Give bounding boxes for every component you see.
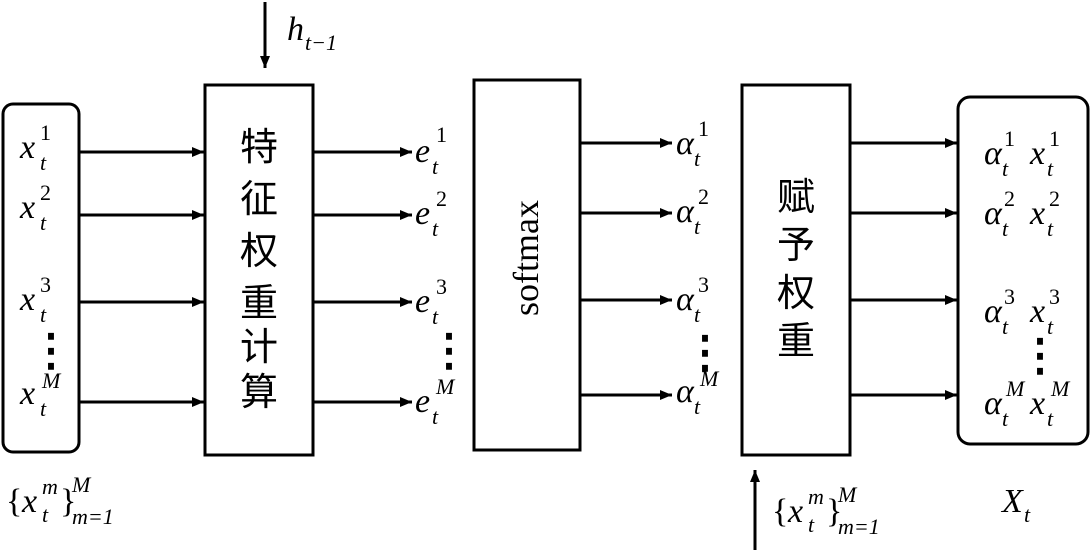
alpha-labels: αt1 αt2 αt3 ⋮ αtM — [676, 116, 727, 419]
feature-weight-box — [203, 83, 315, 457]
output-box — [956, 95, 1090, 446]
svg-text:予: 予 — [777, 223, 815, 267]
input-set-label: { x t m } M m=1 — [6, 472, 114, 529]
svg-text:权: 权 — [240, 229, 278, 273]
softmax-label: softmax — [506, 200, 546, 316]
svg-text:et1: et1 — [415, 122, 447, 179]
output-label: X t — [1000, 483, 1031, 527]
svg-text:et2: et2 — [415, 186, 447, 241]
feature-weight-text: 特 征 权 重 计 算 — [240, 125, 278, 414]
svg-text:αtM: αtM — [676, 366, 720, 419]
svg-text:特: 特 — [240, 125, 278, 169]
svg-text:et3: et3 — [415, 274, 447, 329]
svg-text:⋮: ⋮ — [1018, 331, 1062, 380]
alpha-arrows — [580, 138, 672, 400]
svg-text:征: 征 — [240, 177, 278, 221]
svg-text:权: 权 — [777, 271, 815, 315]
softmax-box — [472, 78, 582, 452]
input-box — [1, 102, 81, 454]
input-arrows — [79, 147, 204, 407]
weight-assign-box — [740, 83, 852, 457]
hidden-label: h t−1 — [287, 11, 337, 55]
weight-assign-text: 赋 予 权 重 — [777, 175, 815, 363]
svg-text:αt1: αt1 — [676, 116, 709, 171]
energy-labels: et1 et2 et3 ⋮ etM — [415, 122, 471, 429]
output-arrows — [850, 138, 957, 400]
energy-arrows — [313, 147, 412, 407]
svg-text:αt3: αt3 — [676, 272, 709, 327]
svg-text:重: 重 — [240, 281, 278, 325]
svg-text:αt2: αt2 — [676, 184, 709, 239]
svg-text:重: 重 — [777, 319, 815, 363]
svg-text:etM: etM — [415, 374, 456, 429]
svg-text:算: 算 — [240, 370, 278, 414]
svg-text:⋮: ⋮ — [683, 328, 727, 377]
svg-text:⋮: ⋮ — [427, 326, 471, 375]
svg-text:赋: 赋 — [777, 175, 815, 219]
svg-text:计: 计 — [240, 325, 278, 369]
bottom-input-label: { x t m } M m=1 — [772, 482, 880, 539]
input-ellipsis: ⋮ — [29, 326, 73, 375]
